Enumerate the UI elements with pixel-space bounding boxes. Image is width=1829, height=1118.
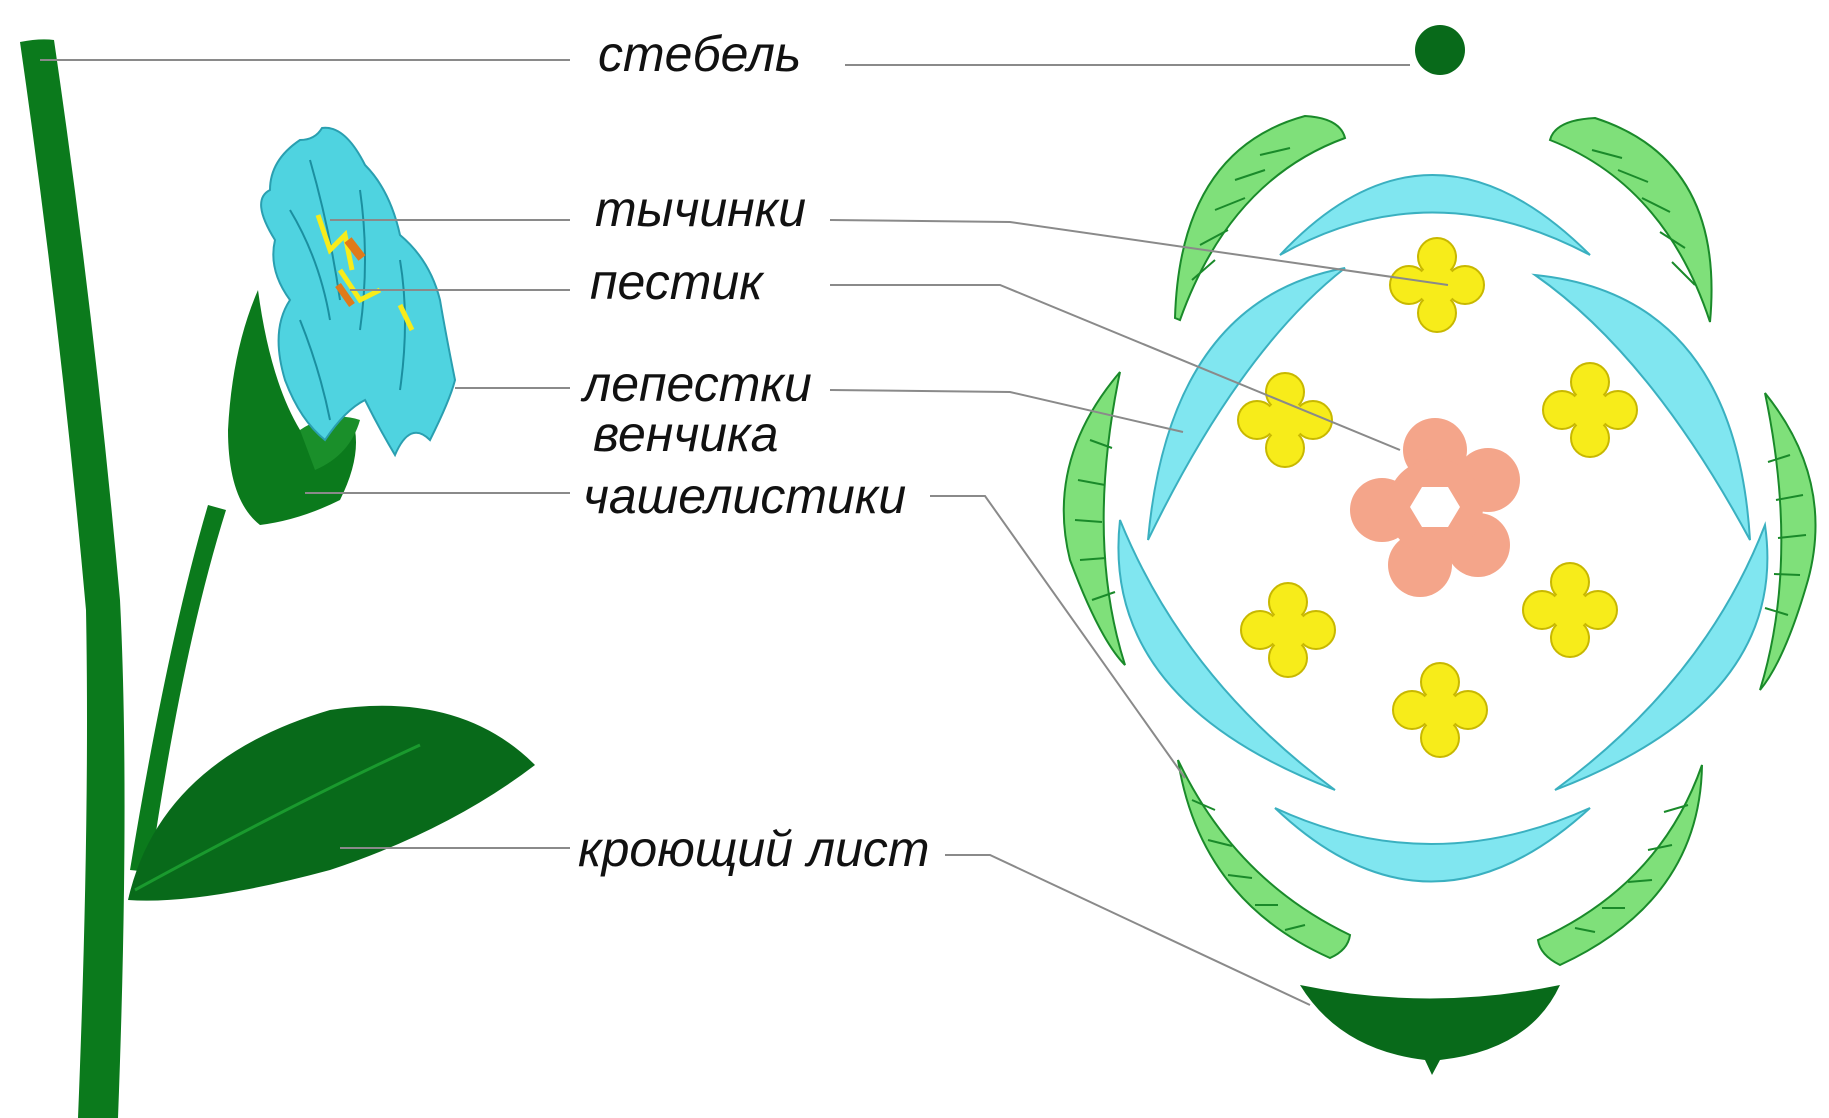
flower-corolla xyxy=(261,128,455,455)
label-sepals: чашелистики xyxy=(583,470,906,522)
petal xyxy=(1555,525,1767,790)
pistil xyxy=(1350,418,1520,597)
label-stamens: тычинки xyxy=(595,183,806,235)
leader-petals-right xyxy=(830,390,1183,432)
leader-stamens-right xyxy=(830,220,1448,285)
bract-shape xyxy=(1300,985,1560,1075)
stamen xyxy=(1393,663,1487,757)
stamen xyxy=(1390,238,1484,332)
petal xyxy=(1275,808,1590,882)
label-bract: кроющий лист xyxy=(578,823,930,875)
stamen xyxy=(1238,373,1332,467)
sepal xyxy=(1178,760,1350,958)
sepal xyxy=(1538,765,1702,965)
label-pistil: пестик xyxy=(590,256,763,308)
stamen xyxy=(1523,563,1617,657)
axis-dot xyxy=(1415,25,1465,75)
main-stem xyxy=(20,39,125,1118)
floral-diagram xyxy=(1064,25,1816,1075)
stamen xyxy=(1241,583,1335,677)
sepal xyxy=(1760,393,1816,690)
label-stem: стебель xyxy=(598,28,801,80)
stamen xyxy=(1543,363,1637,457)
flower-side-view xyxy=(20,39,535,1118)
label-petals-line2: венчика xyxy=(593,408,778,460)
label-petals-line1: лепестки xyxy=(583,358,812,410)
stem-leaf xyxy=(128,706,535,901)
